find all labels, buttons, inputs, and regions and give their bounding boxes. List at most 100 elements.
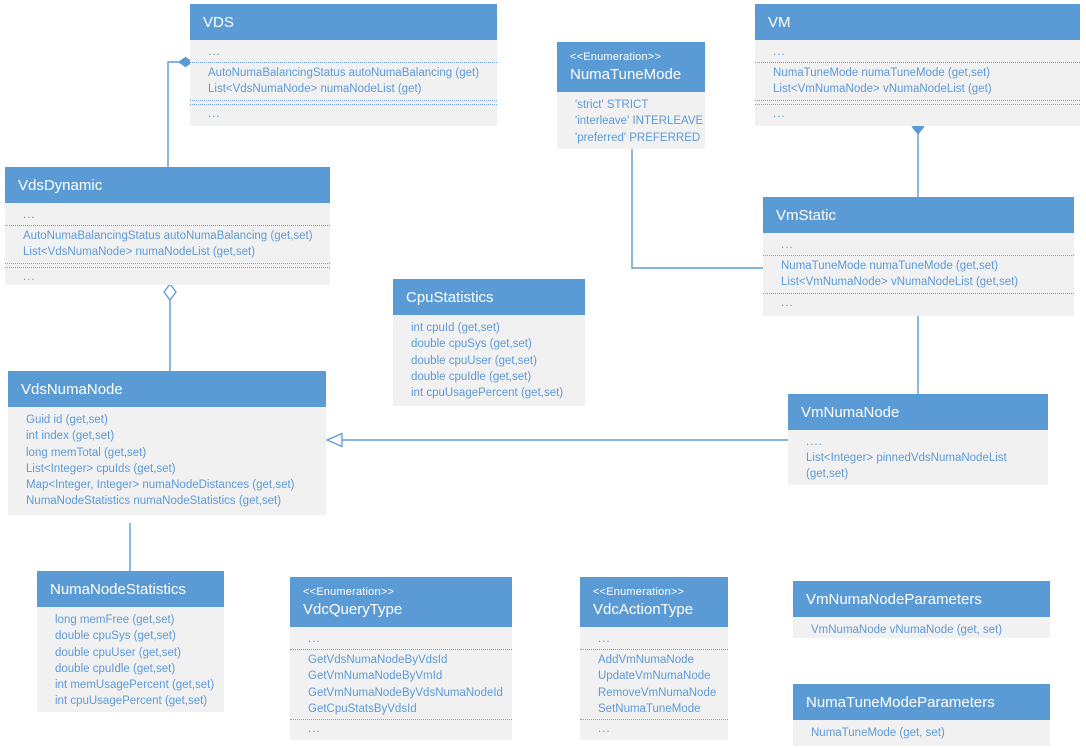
section-separator xyxy=(763,292,1074,294)
class-box-vmstatic[interactable]: VmStatic... NumaTuneMode numaTuneMode (ge… xyxy=(763,197,1074,323)
class-title: VdsDynamic xyxy=(18,176,103,194)
class-title: VDS xyxy=(203,13,234,31)
section-separator xyxy=(5,225,330,226)
attribute-row: List<VmNumaNode> vNumaNodeList (get,set) xyxy=(781,276,1019,289)
class-title: NumaTuneModeParameters xyxy=(806,693,995,711)
ellipsis-row: ... xyxy=(781,239,794,251)
attribute-row: int cpuUsagePercent (get,set) xyxy=(411,387,564,400)
attribute-row: 'strict' STRICT xyxy=(575,99,649,111)
attribute-row: List<VmNumaNode> vNumaNodeList (get) xyxy=(773,83,992,96)
section-separator xyxy=(190,62,497,63)
section-separator xyxy=(290,649,512,650)
section-separator xyxy=(580,649,728,650)
class-header-numatunemode: <<Enumeration>>NumaTuneMode xyxy=(557,42,705,92)
class-body-vm: ... NumaTuneMode numaTuneMode (get,set) Li… xyxy=(755,40,1080,126)
class-header-vdcquerytype: <<Enumeration>>VdcQueryType xyxy=(290,577,512,627)
class-title: NumaTuneMode xyxy=(570,66,682,83)
class-box-numatunemode[interactable]: <<Enumeration>>NumaTuneMode'strict' STRI… xyxy=(557,42,705,149)
connector-numatunemode-to-vmstatic xyxy=(631,149,763,269)
attribute-row: NumaTuneMode numaTuneMode (get,set) xyxy=(773,67,991,79)
ellipsis-row: ... xyxy=(598,723,611,736)
attribute-row: RemoveVmNumaNode xyxy=(598,686,717,699)
stereotype-label: <<Enumeration>> xyxy=(593,586,685,598)
attribute-row: GetVdsNumaNodeByVdsId xyxy=(308,654,448,666)
class-box-vds[interactable]: VDS ...AutoNumaBalancingStatus autoNumaBa… xyxy=(190,4,497,126)
attribute-row: List<Integer> cpuIds (get,set) xyxy=(26,462,176,475)
ellipsis-row: ... xyxy=(598,633,611,645)
class-header-numanodestatistics: NumaNodeStatistics xyxy=(37,571,224,607)
class-body-vdsdynamic: ... AutoNumaBalancingStatus autoNumaBalan… xyxy=(5,203,330,285)
section-separator xyxy=(763,255,1074,256)
section-separator xyxy=(580,719,728,721)
class-body-vmnumanode: .... List<Integer> pinnedVdsNumaNodeList (… xyxy=(788,430,1048,485)
attribute-row: GetVmNumaNodeByVdsNumaNodeId xyxy=(308,686,503,699)
class-body-numatunemodeparameters: NumaTuneMode (get, set) xyxy=(793,720,1050,746)
section-separator xyxy=(755,99,1080,105)
class-header-vdsdynamic: VdsDynamic xyxy=(5,167,330,203)
class-header-vds: VDS xyxy=(190,4,497,40)
attribute-row: VmNumaNode vNumaNode (get, set) xyxy=(811,624,1003,636)
attribute-row: 'interleave' INTERLEAVE xyxy=(575,115,704,128)
class-body-numatunemode: 'strict' STRICT 'interleave' INTERLEAVE 'p… xyxy=(557,92,705,149)
attribute-row: double cpuIdle (get,set) xyxy=(55,662,176,675)
class-header-vmnumanodeparameters: VmNumaNodeParameters xyxy=(793,581,1050,617)
class-body-vmnumanodeparameters: VmNumaNode vNumaNode (get, set) xyxy=(793,617,1050,638)
attribute-row: AutoNumaBalancingStatus autoNumaBalancin… xyxy=(23,230,313,242)
attribute-row: int memUsagePercent (get,set) xyxy=(55,679,215,692)
section-separator xyxy=(755,62,1080,63)
connector-vdsdynamic-to-vds xyxy=(167,61,179,167)
attribute-row: List<VdsNumaNode> numaNodeList (get,set) xyxy=(23,246,256,259)
attribute-row: 'preferred' PREFERRED xyxy=(575,131,701,144)
attribute-row: double cpuIdle (get,set) xyxy=(411,370,532,383)
section-separator xyxy=(290,719,512,721)
ellipsis-row: .... xyxy=(806,436,823,448)
class-title: VM xyxy=(768,13,791,31)
attribute-row: NumaTuneMode (get, set) xyxy=(811,727,945,739)
attribute-row: UpdateVmNumaNode xyxy=(598,670,711,683)
class-title: VmNumaNode xyxy=(801,403,900,421)
attribute-row: int cpuId (get,set) xyxy=(411,322,500,334)
class-box-vdcquerytype[interactable]: <<Enumeration>>VdcQueryType...GetVdsNuma… xyxy=(290,577,512,740)
class-box-vdsdynamic[interactable]: VdsDynamic... AutoNumaBalancingStatus aut… xyxy=(5,167,330,285)
class-body-numanodestatistics: long memFree (get,set)double cpuSys (get… xyxy=(37,607,224,712)
attribute-row: double cpuSys (get,set) xyxy=(411,338,532,351)
section-separator xyxy=(190,99,497,105)
ellipsis-row: ... xyxy=(781,296,794,309)
attribute-row: double cpuSys (get,set) xyxy=(55,630,176,643)
section-separator xyxy=(5,262,330,268)
attribute-row: double cpuUser (get,set) xyxy=(55,646,181,659)
attribute-row: GetCpuStatsByVdsId xyxy=(308,702,417,715)
attribute-row: Guid id (get,set) xyxy=(26,414,108,426)
aggregation-marker-icon xyxy=(163,282,177,302)
attribute-row: NumaTuneMode numaTuneMode (get,set) xyxy=(781,260,999,272)
class-title: VdcQueryType xyxy=(303,601,403,618)
class-title: NumaNodeStatistics xyxy=(50,580,186,598)
class-box-vmnumanode[interactable]: VmNumaNode.... List<Integer> pinnedVdsNum… xyxy=(788,394,1048,485)
attribute-row: (get,set) xyxy=(806,468,849,481)
class-header-cpustatistics: CpuStatistics xyxy=(393,279,585,315)
class-box-cpustatistics[interactable]: CpuStatistics int cpuId (get,set) double c… xyxy=(393,279,585,406)
attribute-row: int cpuUsagePercent (get,set) xyxy=(55,695,208,708)
class-header-vmnumanode: VmNumaNode xyxy=(788,394,1048,430)
class-header-vmstatic: VmStatic xyxy=(763,197,1074,233)
attribute-row: int index (get,set) xyxy=(26,430,115,443)
attribute-row: long memTotal (get,set) xyxy=(26,446,147,459)
attribute-row: List<Integer> pinnedVdsNumaNodeList xyxy=(806,452,1007,464)
class-body-vds: ...AutoNumaBalancingStatus autoNumaBalan… xyxy=(190,40,497,126)
class-header-vdsnumanode: VdsNumaNode xyxy=(8,371,326,407)
ellipsis-row: ... xyxy=(773,46,786,58)
class-box-vm[interactable]: VM... NumaTuneMode numaTuneMode (get,set)… xyxy=(755,4,1080,126)
ellipsis-row: ... xyxy=(23,209,36,221)
class-box-numanodestatistics[interactable]: NumaNodeStatistics long memFree (get,set)… xyxy=(37,571,224,712)
attribute-row: SetNumaTuneMode xyxy=(598,702,701,715)
class-header-vdcactiontype: <<Enumeration>>VdcActionType xyxy=(580,577,728,627)
class-body-vdsnumanode: Guid id (get,set) int index (get,set) long… xyxy=(8,407,326,515)
class-box-vdcactiontype[interactable]: <<Enumeration>>VdcActionType...AddVmNuma… xyxy=(580,577,728,740)
ellipsis-row: ... xyxy=(773,107,786,120)
attribute-row: Map<Integer, Integer> numaNodeDistances … xyxy=(26,479,295,492)
